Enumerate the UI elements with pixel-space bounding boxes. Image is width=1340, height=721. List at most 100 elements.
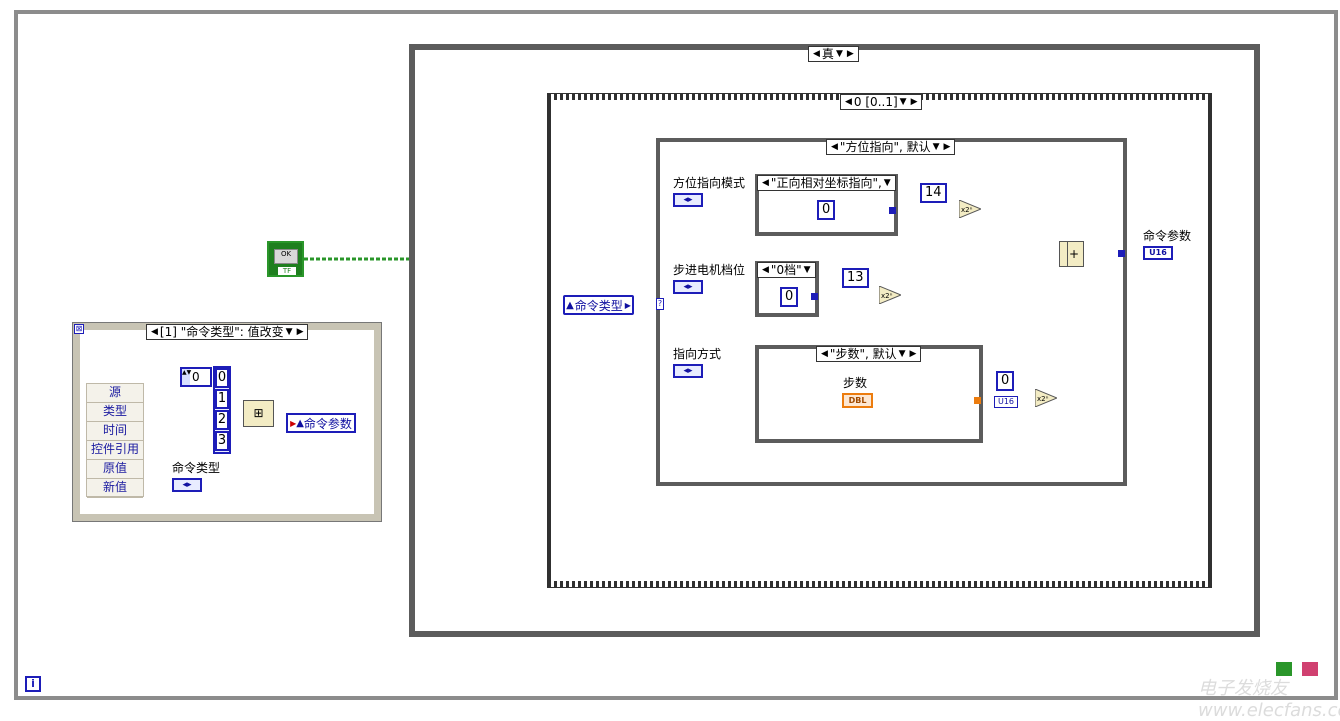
array-index-value: 0 [192, 370, 200, 384]
array-index-display[interactable]: ▲▼ 0 [180, 367, 212, 387]
array-element[interactable]: 2 [215, 410, 229, 430]
cmd-param-label: 命令参数 [1143, 229, 1192, 243]
event-data-item[interactable]: 新值 [87, 479, 143, 498]
right-arrow-icon: ▶ [290, 418, 297, 428]
event-data-item[interactable]: 控件引用 [87, 441, 143, 460]
array-element[interactable]: 0 [215, 368, 229, 388]
power-b-text: x2ⁿ [881, 292, 893, 300]
dropdown-icon[interactable]: ▼ [835, 49, 843, 59]
dropdown-icon[interactable]: ▼ [898, 349, 906, 359]
gear-case-selector[interactable]: ◀ "0档" ▼ [757, 262, 816, 278]
direction-label: 指向方式 [673, 347, 722, 361]
corner-icons [1276, 662, 1322, 678]
steps-dbl-control[interactable]: DBL [842, 393, 873, 408]
cmd-param-value-property[interactable]: ▶ ▲ 命令参数 [286, 413, 356, 433]
cmd-type-label: 命令类型 [172, 461, 221, 475]
event-data-item[interactable]: 源 [87, 384, 143, 403]
add-sign: + [1069, 247, 1080, 261]
mode-enum-control[interactable]: ◂▸ [673, 193, 703, 207]
ok-button-face[interactable]: OK [274, 249, 298, 264]
left-arrow-icon[interactable]: ◀ [831, 142, 838, 152]
power-a-text: x2ⁿ [961, 206, 973, 214]
array-element[interactable]: 1 [215, 389, 229, 409]
event-label: [1] "命令类型": 值改变 [159, 325, 284, 339]
array-constant[interactable]: 0 1 2 3 [213, 366, 231, 454]
dropdown-icon[interactable]: ▼ [899, 97, 907, 107]
left-arrow-icon[interactable]: ◀ [762, 265, 769, 275]
output-tunnel-mode[interactable] [889, 207, 896, 214]
steps-case-selector[interactable]: ◀ "步数", 默认 ▼ ▶ [816, 346, 922, 362]
output-tunnel-add[interactable] [1118, 250, 1125, 257]
cmd-param-u16-indicator[interactable]: U16 [1143, 246, 1173, 260]
outer-case-label: 真 [821, 47, 834, 61]
event-data-item[interactable]: 时间 [87, 422, 143, 441]
case-selector-terminal[interactable]: ? [656, 298, 664, 310]
right-arrow-icon: ▶ [624, 300, 631, 310]
right-arrow-icon[interactable]: ▶ [846, 49, 854, 59]
constant-0-mode[interactable]: 0 [817, 200, 836, 220]
event-data-node[interactable]: 源 类型 时间 控件引用 原值 新值 [86, 383, 144, 498]
left-arrow-icon[interactable]: ◀ [845, 97, 852, 107]
event-data-item[interactable]: 原值 [87, 460, 143, 479]
index-spinner-icon[interactable]: ▲▼ [182, 369, 191, 385]
left-arrow-icon[interactable]: ◀ [813, 49, 820, 59]
home-icon: ▲ [296, 417, 304, 429]
block-diagram-canvas [14, 10, 1338, 700]
direction-enum-control[interactable]: ◂▸ [673, 364, 703, 378]
outer-case-selector[interactable]: ◀ 真 ▼ ▶ [808, 46, 859, 62]
cmd-type-enum-control[interactable]: ◂▸ [172, 478, 202, 492]
event-selector[interactable]: ◀ [1] "命令类型": 值改变 ▼ ▶ [146, 324, 309, 340]
cmd-type-label: 命令类型 [574, 298, 623, 313]
to-u16-convert-node[interactable]: U16 [994, 396, 1018, 408]
cmd-type-local-variable[interactable]: ▲ 命令类型 ▶ [563, 295, 634, 315]
power-of-2-node-c[interactable]: x2ⁿ [1035, 389, 1057, 407]
sequence-selector[interactable]: ◀ 0 [0..1] ▼ ▶ [840, 94, 923, 110]
constant-14[interactable]: 14 [920, 183, 947, 203]
dropdown-icon[interactable]: ▼ [932, 142, 940, 152]
right-arrow-icon[interactable]: ▶ [909, 349, 917, 359]
event-data-item[interactable]: 类型 [87, 403, 143, 422]
power-of-2-node-b[interactable]: x2ⁿ [879, 286, 901, 304]
dropdown-icon[interactable]: ▼ [883, 178, 891, 188]
output-tunnel-gear[interactable] [811, 293, 818, 300]
constant-13[interactable]: 13 [842, 268, 869, 288]
enum-arrows-icon: ◂▸ [683, 195, 693, 205]
ok-button-control[interactable]: OK TF [267, 241, 304, 277]
inner-case-label: "方位指向", 默认 [839, 140, 931, 154]
left-arrow-icon[interactable]: ◀ [762, 178, 769, 188]
array-element[interactable]: 3 [215, 431, 229, 451]
dropdown-icon[interactable]: ▼ [803, 265, 811, 275]
enum-arrows-icon: ◂▸ [182, 480, 192, 490]
constant-0-gear[interactable]: 0 [780, 287, 799, 307]
power-c-text: x2ⁿ [1037, 395, 1049, 403]
green-box-icon [1276, 662, 1292, 676]
dropdown-icon[interactable]: ▼ [285, 327, 293, 337]
info-icon[interactable]: i [25, 676, 41, 692]
output-tunnel-steps[interactable] [974, 397, 981, 404]
right-arrow-icon[interactable]: ▶ [910, 97, 918, 107]
watermark: 电子发烧友 www.elecfans.com [1198, 678, 1340, 721]
steps-case-label: "步数", 默认 [829, 347, 897, 361]
left-arrow-icon[interactable]: ◀ [821, 349, 828, 359]
left-arrow-icon[interactable]: ◀ [151, 327, 158, 337]
mode-case-label: "正向相对坐标指向", [770, 176, 882, 190]
right-arrow-icon[interactable]: ▶ [943, 142, 951, 152]
sequence-label: 0 [0..1] [853, 95, 898, 109]
steps-label: 步数 [843, 376, 868, 390]
right-arrow-icon[interactable]: ▶ [296, 327, 304, 337]
cmd-param-ref-label: 命令参数 [303, 416, 352, 431]
gear-enum-control[interactable]: ◂▸ [673, 280, 703, 294]
home-icon: ▲ [566, 299, 574, 311]
index-array-node[interactable]: ⊞ [243, 400, 274, 427]
inner-case-selector[interactable]: ◀ "方位指向", 默认 ▼ ▶ [826, 139, 956, 155]
constant-0-steps[interactable]: 0 [996, 371, 1015, 391]
mode-case-selector[interactable]: ◀ "正向相对坐标指向", ▼ [757, 175, 896, 191]
gear-label: 步进电机档位 [673, 263, 746, 277]
timeout-terminal-icon[interactable]: ⊠ [74, 324, 84, 334]
pink-box-icon [1301, 662, 1318, 676]
mode-label: 方位指向模式 [673, 176, 746, 190]
index-array-icon: ⊞ [253, 406, 264, 420]
power-of-2-node-a[interactable]: x2ⁿ [959, 200, 981, 218]
compound-add-node[interactable]: + [1059, 241, 1084, 267]
add-inputs [1060, 242, 1068, 266]
